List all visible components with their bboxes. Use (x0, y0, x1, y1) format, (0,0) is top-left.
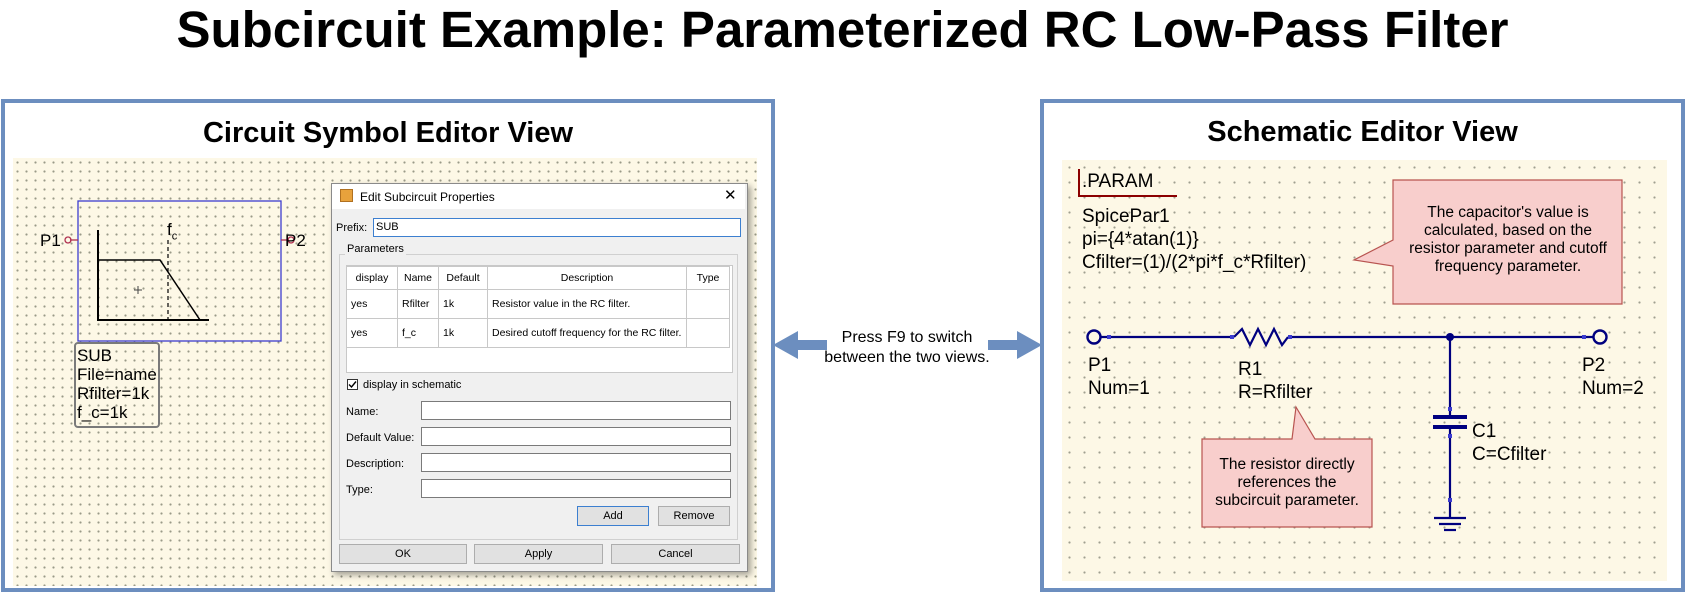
cell-display: yes (346, 289, 398, 319)
table-header-row: display Name Default Description Type (346, 266, 730, 290)
dialog-app-icon (340, 189, 353, 202)
pin-p1-label: P1 (40, 231, 61, 250)
fc-label: fc (167, 220, 177, 242)
c1-label: C1 (1472, 421, 1497, 442)
p1-label: P1 (1088, 355, 1112, 376)
check-icon (348, 381, 357, 389)
description-label: Description: (346, 458, 405, 470)
prefix-label: Prefix: (336, 222, 368, 234)
param-line-pi: pi={4*atan(1)} (1082, 229, 1199, 250)
callout-resistor-line1: The resistor directly (1219, 456, 1355, 473)
cell-name: f_c (397, 318, 439, 348)
p1-num: Num=1 (1088, 378, 1150, 399)
param-marker (1078, 169, 1177, 197)
schematic-editor-title: Schematic Editor View (1207, 116, 1518, 148)
type-label: Type: (346, 484, 373, 496)
apply-button[interactable]: Apply (474, 544, 603, 564)
page-title: Subcircuit Example: Parameterized RC Low… (176, 1, 1509, 58)
ok-button[interactable]: OK (339, 544, 467, 564)
rc-circuit[interactable] (1062, 160, 1667, 581)
col-display[interactable]: display (346, 266, 398, 290)
cell-display: yes (346, 318, 398, 348)
add-button[interactable]: Add (577, 506, 649, 526)
pin-p2-label: P2 (285, 231, 306, 250)
param-line-sp: SpicePar1 (1082, 206, 1170, 227)
symbol-text-fc: f_c=1k (77, 403, 128, 422)
cell-name: Rfilter (397, 289, 439, 319)
cell-default: 1k (438, 289, 488, 319)
symbol-text-box[interactable] (74, 342, 160, 428)
callout-capacitor-shape (1352, 179, 1623, 305)
close-icon[interactable]: ✕ (724, 187, 737, 204)
dialog-titlebar[interactable] (332, 184, 745, 209)
table-row[interactable]: yes Rfilter 1k Resistor value in the RC … (346, 289, 730, 319)
switch-hint-line2: between the two views. (824, 349, 990, 366)
callout-capacitor-line3: resistor parameter and cutoff (1409, 240, 1607, 257)
callout-capacitor-line2: calculated, based on the (1423, 222, 1593, 239)
cell-default: 1k (438, 318, 488, 348)
cell-description: Resistor value in the RC filter. (487, 289, 687, 319)
default-value-label: Default Value: (346, 432, 415, 444)
switch-hint-line1: Press F9 to switch (841, 329, 973, 346)
p2-num: Num=2 (1582, 378, 1644, 399)
description-input[interactable] (421, 453, 731, 472)
dialog-title: Edit Subcircuit Properties (360, 190, 495, 204)
callout-capacitor-line4: frequency parameter. (1434, 258, 1582, 275)
symbol-editor-title: Circuit Symbol Editor View (202, 117, 574, 149)
symbol-text-file: File=name (77, 365, 157, 384)
cancel-button[interactable]: Cancel (611, 544, 740, 564)
col-type[interactable]: Type (686, 266, 730, 290)
r1-label: R1 (1238, 359, 1263, 380)
callout-resistor-line3: subcircuit parameter. (1215, 492, 1359, 509)
name-label: Name: (346, 406, 379, 418)
param-line-cfilter: Cfilter=(1)/(2*pi*f_c*Rfilter) (1082, 252, 1307, 273)
default-value-input[interactable] (421, 427, 731, 446)
symbol-text-sub: SUB (77, 346, 112, 365)
callout-capacitor-line1: The capacitor's value is (1427, 204, 1589, 221)
p2-label: P2 (1582, 355, 1606, 376)
parameters-table[interactable]: display Name Default Description Type ye… (346, 266, 730, 348)
param-header[interactable]: .PARAM (1082, 171, 1154, 192)
cell-type (686, 289, 730, 319)
type-input[interactable] (421, 479, 731, 498)
col-description[interactable]: Description (487, 266, 687, 290)
r1-value: R=Rfilter (1238, 382, 1313, 403)
parameters-group-label: Parameters (345, 243, 406, 255)
callout-resistor-line2: references the (1237, 474, 1337, 491)
prefix-input[interactable]: SUB (373, 218, 741, 237)
display-in-schematic-checkbox[interactable] (347, 379, 358, 390)
arrow-right-icon (988, 331, 1042, 359)
col-default[interactable]: Default (438, 266, 488, 290)
c1-value: C=Cfilter (1472, 444, 1547, 465)
remove-button[interactable]: Remove (658, 506, 730, 526)
fc-label-f: f (167, 220, 172, 239)
display-in-schematic-label: display in schematic (363, 379, 462, 391)
cell-type (686, 318, 730, 348)
double-arrow (773, 331, 1042, 359)
subcircuit-symbol[interactable] (13, 158, 343, 438)
col-name[interactable]: Name (397, 266, 439, 290)
name-input[interactable] (421, 401, 731, 420)
symbol-text-rfilter: Rfilter=1k (77, 384, 150, 403)
parameters-group (339, 254, 738, 540)
cell-description: Desired cutoff frequency for the RC filt… (487, 318, 687, 348)
table-row[interactable]: yes f_c 1k Desired cutoff frequency for … (346, 318, 730, 348)
prefix-value: SUB (376, 221, 399, 233)
callout-resistor-shape (1201, 405, 1373, 528)
arrow-left-icon (773, 331, 827, 359)
fc-label-sub: c (171, 230, 178, 243)
